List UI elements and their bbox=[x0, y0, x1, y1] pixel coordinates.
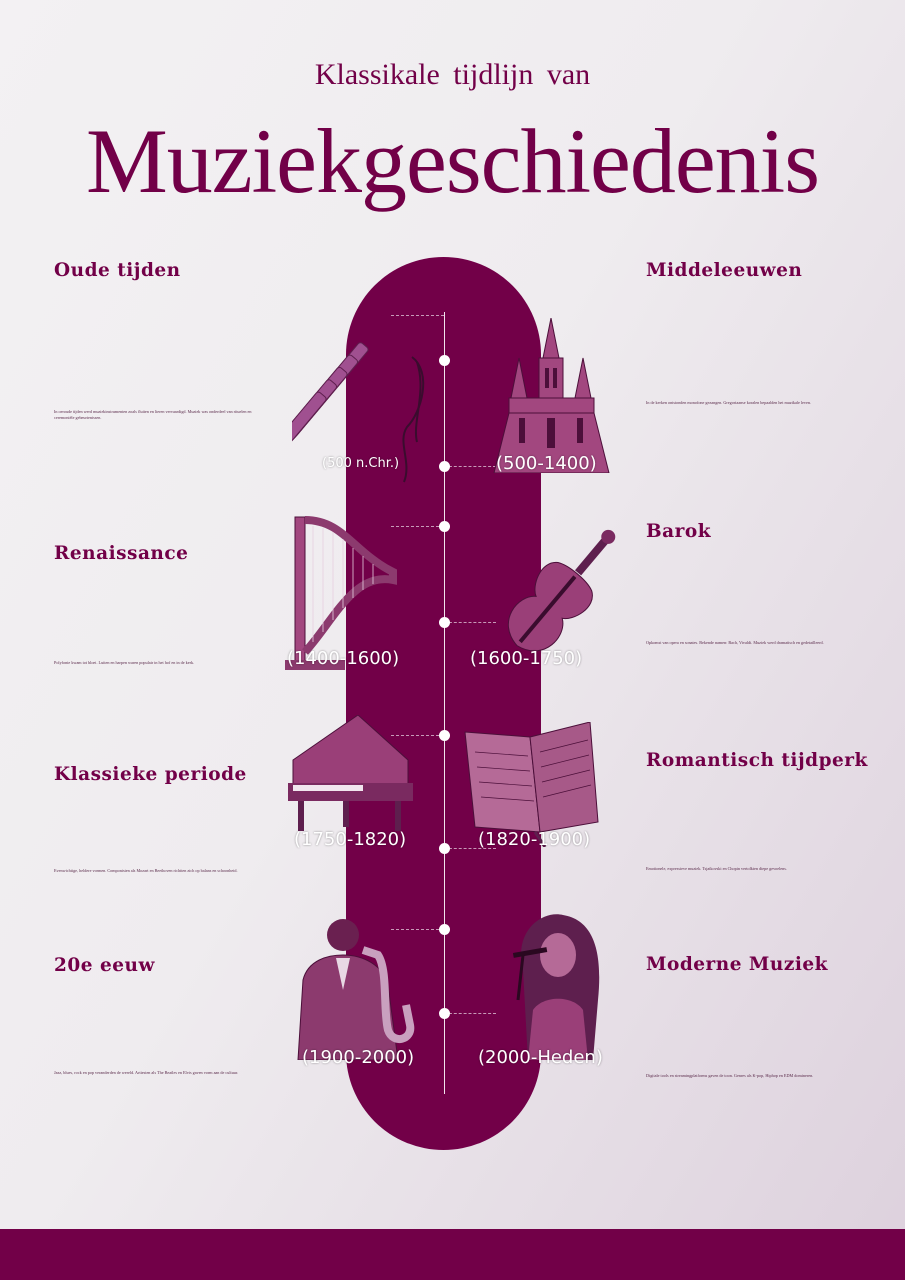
timeline-dot bbox=[439, 521, 450, 532]
date-middeleeuwen: (500-1400) bbox=[496, 453, 597, 474]
era-desc-moderne-muziek: Digitale tools en streamingplatforms gav… bbox=[646, 1073, 814, 1078]
era-desc-20e-eeuw: Jazz, blues, rock en pop veranderden de … bbox=[54, 1070, 239, 1075]
subtitle: Klassikale tijdlijn van bbox=[314, 58, 591, 91]
era-desc-klassieke-periode: Evenwichtige, heldere vormen. Componiste… bbox=[54, 868, 238, 873]
timeline-axis bbox=[444, 312, 445, 1094]
era-title-20e-eeuw: 20e eeuw bbox=[54, 955, 155, 976]
pan-flute-icon bbox=[292, 342, 425, 483]
date-moderne-muziek: (2000-Heden) bbox=[478, 1047, 603, 1068]
timeline-dot bbox=[439, 1008, 450, 1019]
connector-dash bbox=[444, 848, 496, 849]
era-title-romantisch: Romantisch tijdperk bbox=[646, 750, 868, 771]
page-title: Muziekgeschiedenis bbox=[85, 110, 820, 212]
harp-icon bbox=[285, 516, 397, 670]
grand-piano-icon bbox=[288, 715, 413, 831]
era-title-klassieke-periode: Klassieke periode bbox=[54, 764, 247, 785]
era-title-middeleeuwen: Middeleeuwen bbox=[646, 260, 803, 281]
era-title-renaissance: Renaissance bbox=[54, 543, 189, 564]
timeline-dot bbox=[439, 355, 450, 366]
era-desc-oude-tijden: In oeroude tijden werd muziekinstrumente… bbox=[54, 409, 252, 420]
connector-dash bbox=[444, 622, 496, 623]
date-klassieke-periode: (1750-1820) bbox=[294, 829, 407, 850]
date-barok: (1600-1750) bbox=[470, 648, 583, 669]
connector-dash bbox=[444, 1013, 496, 1014]
era-title-moderne-muziek: Moderne Muziek bbox=[646, 954, 828, 975]
connector-dash bbox=[391, 526, 444, 527]
singer-icon bbox=[512, 914, 600, 1060]
saxophone-player-icon bbox=[297, 919, 415, 1060]
connector-dash bbox=[391, 929, 444, 930]
era-title-barok: Barok bbox=[646, 521, 712, 542]
era-desc-romantisch: Emotionele, expressieve muziek. Tsjaikov… bbox=[646, 866, 787, 871]
date-romantisch: (1820-1900) bbox=[478, 829, 591, 850]
violin-icon bbox=[507, 529, 616, 652]
date-renaissance: (1400-1600) bbox=[287, 648, 400, 669]
timeline-dot bbox=[439, 730, 450, 741]
sheet-music-icon bbox=[464, 722, 599, 847]
era-title-oude-tijden: Oude tijden bbox=[54, 260, 181, 281]
timeline-dot bbox=[439, 924, 450, 935]
connector-dash bbox=[391, 735, 444, 736]
timeline-dot bbox=[439, 617, 450, 628]
date-20e-eeuw: (1900-2000) bbox=[302, 1047, 415, 1068]
footer-band bbox=[0, 1229, 905, 1280]
era-desc-renaissance: Polyfonie kwam tot bloei. Luiten en harp… bbox=[54, 660, 195, 665]
connector-dash bbox=[391, 315, 444, 316]
connector-dash bbox=[444, 466, 496, 467]
timeline-dot bbox=[439, 461, 450, 472]
era-desc-barok: Opkomst van opera en sonates. Bekende na… bbox=[646, 640, 824, 645]
cathedral-icon bbox=[493, 318, 610, 473]
timeline-dot bbox=[439, 843, 450, 854]
era-desc-middeleeuwen: In de kerken ontstonden monofone gezange… bbox=[646, 400, 811, 405]
date-oude-tijden: (500 n.Chr.) bbox=[322, 456, 400, 471]
